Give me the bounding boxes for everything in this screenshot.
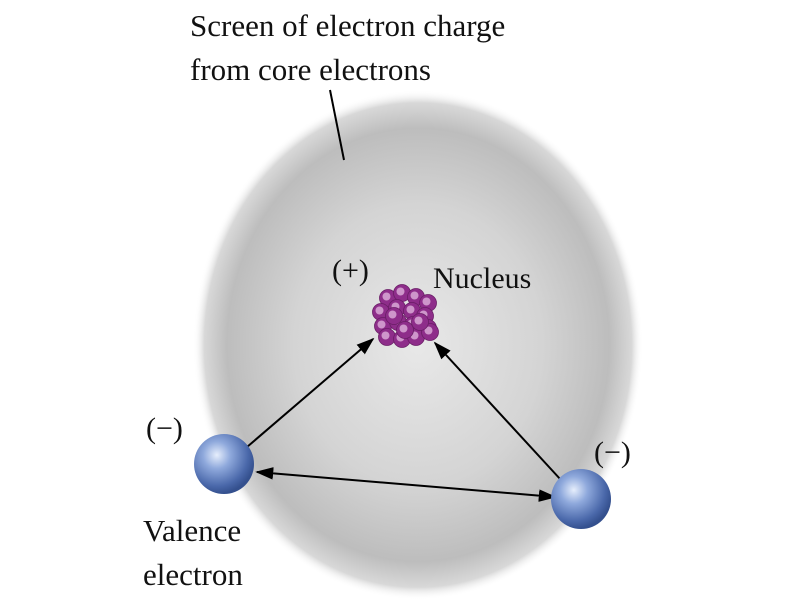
screen-caption-line-2: from core electrons xyxy=(190,52,431,87)
nucleon-highlight xyxy=(410,291,419,300)
nucleon-highlight xyxy=(381,331,390,340)
nucleon-highlight xyxy=(388,310,397,319)
nucleon-highlight xyxy=(396,287,405,296)
valence-label-line-1: Valence xyxy=(143,513,242,548)
nucleus-label: Nucleus xyxy=(433,262,532,295)
nucleon-highlight xyxy=(399,324,408,333)
nucleus-charge: (+) xyxy=(332,254,369,287)
arrow-right-electron-to-nucleus xyxy=(433,341,562,481)
arrow-electron-electron xyxy=(255,467,557,502)
nucleon-highlight xyxy=(422,297,431,306)
right-electron-charge: (−) xyxy=(594,436,631,469)
arrow-left-electron-to-nucleus xyxy=(246,337,375,448)
right-electron xyxy=(551,469,611,529)
nucleon-highlight xyxy=(382,292,391,301)
left-valence-electron xyxy=(194,434,254,494)
caption-leader-line xyxy=(329,89,345,161)
screen-caption-line-1: Screen of electron charge xyxy=(190,8,506,43)
nucleon-highlight xyxy=(414,316,423,325)
valence-label-line-2: electron xyxy=(143,557,243,592)
nucleus-cluster xyxy=(372,284,439,348)
nucleon-highlight xyxy=(377,320,386,329)
nucleon-highlight xyxy=(424,326,433,335)
nucleon-highlight xyxy=(406,305,415,314)
nucleon-highlight xyxy=(375,306,384,315)
left-electron-charge: (−) xyxy=(146,412,183,445)
